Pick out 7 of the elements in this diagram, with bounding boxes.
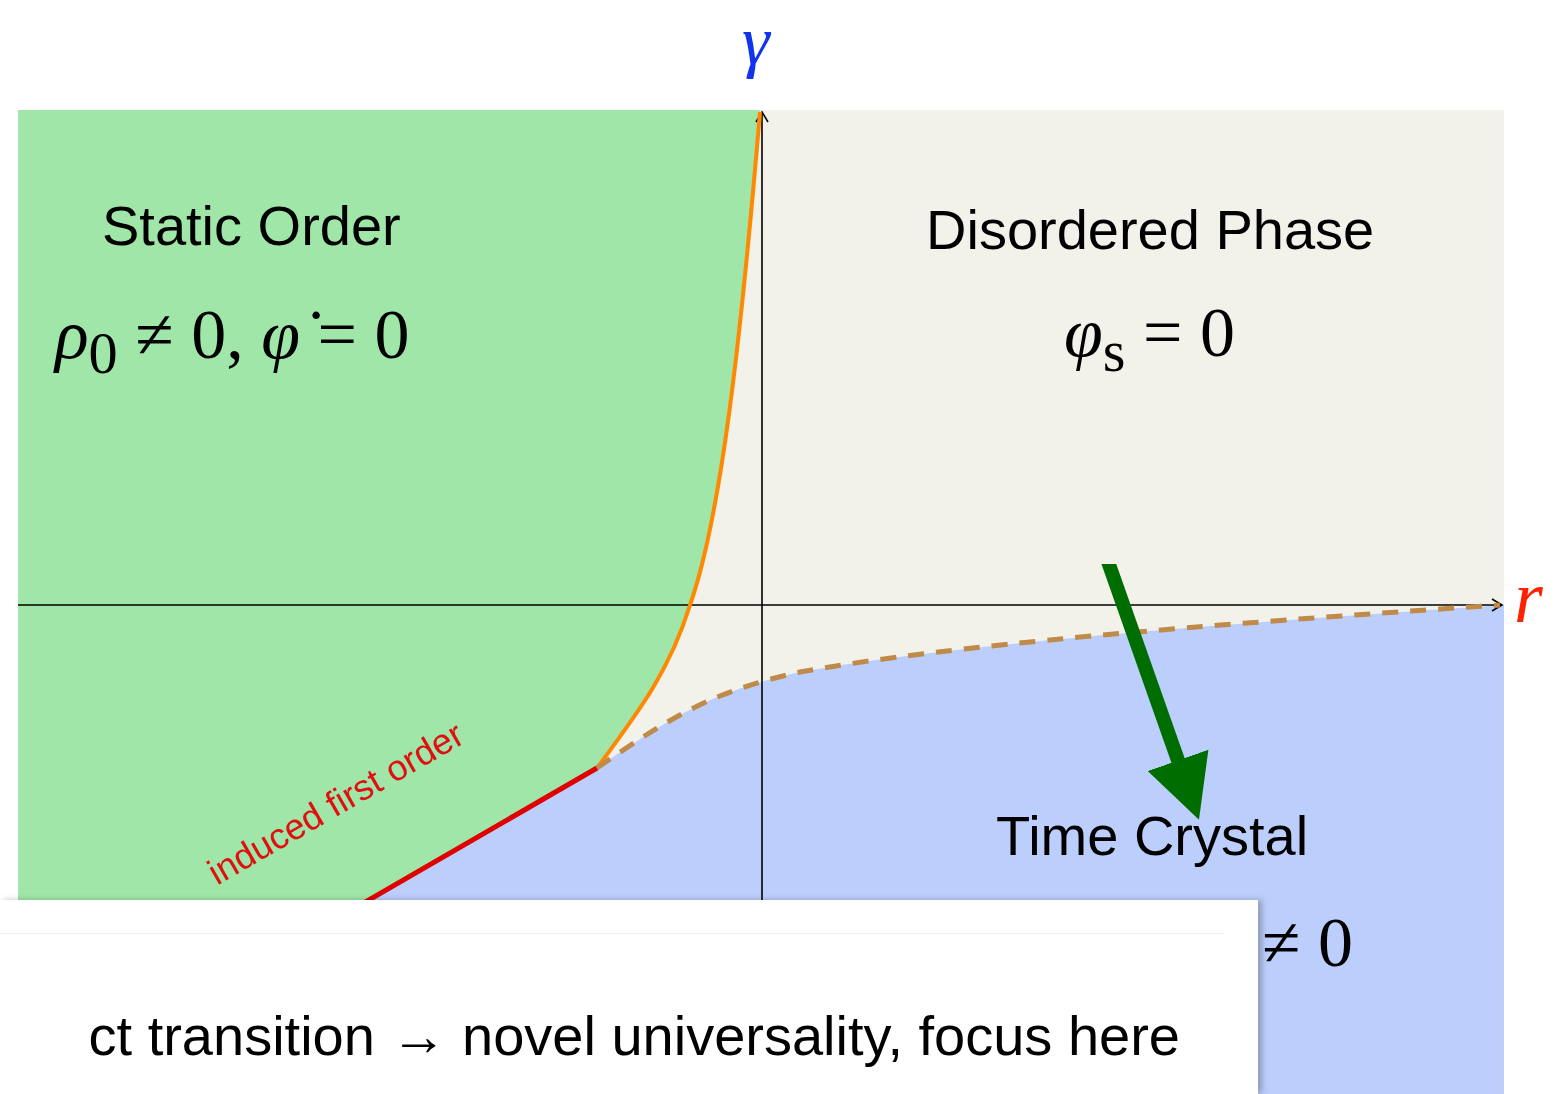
math-formula: ≠ 0 (1262, 908, 1353, 978)
axis-label: r (1514, 560, 1543, 634)
region-title: Static Order (102, 198, 401, 254)
overlay-dialog (0, 900, 1258, 1094)
math-formula: ρ$_{0}$ ≠ 0, φ̇ = 0 (55, 300, 410, 384)
math-formula: φ$_{s}$ = 0 (1064, 298, 1235, 382)
region-title: Disordered Phase (926, 202, 1375, 258)
